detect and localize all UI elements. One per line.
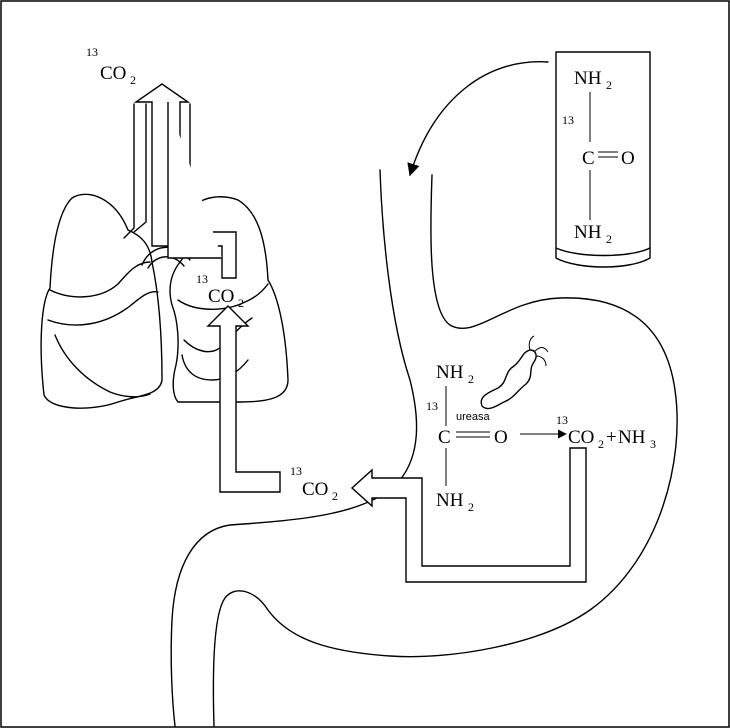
- label-nh2: NH: [574, 68, 602, 89]
- label-co2: CO: [208, 286, 234, 307]
- label-nh2-sub: 2: [468, 372, 474, 386]
- label-co2-sub: 2: [130, 73, 136, 87]
- label-co2: CO: [568, 427, 594, 448]
- label-isotope: 13: [86, 45, 98, 59]
- label-nh2: NH: [574, 222, 602, 243]
- right-lung-lobe-line-3: [181, 354, 249, 381]
- stomach-co2-label: 13 CO 2: [290, 464, 338, 503]
- label-co2-sub: 2: [598, 437, 604, 451]
- label-nh2-sub: 2: [606, 78, 612, 92]
- helicobacter-pylori-bacterium: [480, 335, 549, 410]
- esophagus-left: [170, 169, 418, 727]
- bacterium-flagellum-2: [533, 347, 549, 353]
- label-co2: CO: [302, 479, 328, 500]
- label-nh3-sub: 3: [650, 437, 656, 451]
- enzyme-label: ureasa: [456, 411, 491, 423]
- label-nh2: NH: [436, 362, 464, 383]
- stomach-urea-molecule: NH 2 13 ureasa C O NH 2: [426, 362, 508, 514]
- stomach-outline: [212, 174, 678, 727]
- capsule-bottom-line: [555, 247, 651, 257]
- label-isotope: 13: [290, 464, 302, 478]
- exhaled-co2-arrow: [133, 83, 237, 279]
- label-carbon: C: [582, 148, 595, 169]
- label-carbon: C: [438, 427, 451, 448]
- left-lung-lobe-line-3: [54, 334, 151, 398]
- right-lung: [169, 196, 289, 403]
- capsule-outline: [555, 51, 651, 268]
- stomach-illustration: [170, 169, 678, 727]
- stomach-co2-outflow-arrow: [350, 447, 587, 583]
- exhaled-co2-label: 13 CO 2: [86, 45, 136, 87]
- label-isotope: 13: [426, 399, 438, 413]
- ingestion-arrow: [407, 61, 549, 177]
- bacterium-body: [480, 349, 537, 410]
- label-plus: +: [606, 427, 617, 448]
- bacterium-flagellum-1: [528, 335, 535, 351]
- bronchus-arch-inner: [147, 256, 185, 269]
- lung-co2-label: 13 CO 2: [196, 272, 244, 310]
- bacterium-flagellum-3: [535, 355, 547, 367]
- trachea-left-inner: [133, 103, 147, 233]
- label-isotope: 13: [196, 272, 208, 286]
- blood-co2-arrow: [206, 305, 281, 493]
- left-lung-lobe-line-2: [47, 290, 159, 326]
- label-oxygen: O: [494, 427, 508, 448]
- label-oxygen: O: [621, 148, 635, 169]
- label-co2-sub: 2: [332, 489, 338, 503]
- label-nh2-sub: 2: [468, 500, 474, 514]
- left-lung-lobe-line-1: [49, 261, 151, 298]
- trachea-left: [123, 103, 135, 239]
- label-co2: CO: [100, 63, 126, 84]
- label-isotope: 13: [556, 413, 568, 427]
- label-nh2: NH: [436, 490, 464, 511]
- urea-capsule: NH 2 13 C O NH 2: [555, 51, 651, 268]
- reaction-products-label: 13 CO 2 + NH 3: [556, 413, 656, 451]
- left-lung: [40, 193, 163, 409]
- right-lung-lobe-line-1: [177, 283, 269, 310]
- label-nh3: NH: [618, 427, 646, 448]
- label-co2-sub: 2: [238, 296, 244, 310]
- label-isotope: 13: [562, 113, 574, 127]
- label-nh2-sub: 2: [606, 232, 612, 246]
